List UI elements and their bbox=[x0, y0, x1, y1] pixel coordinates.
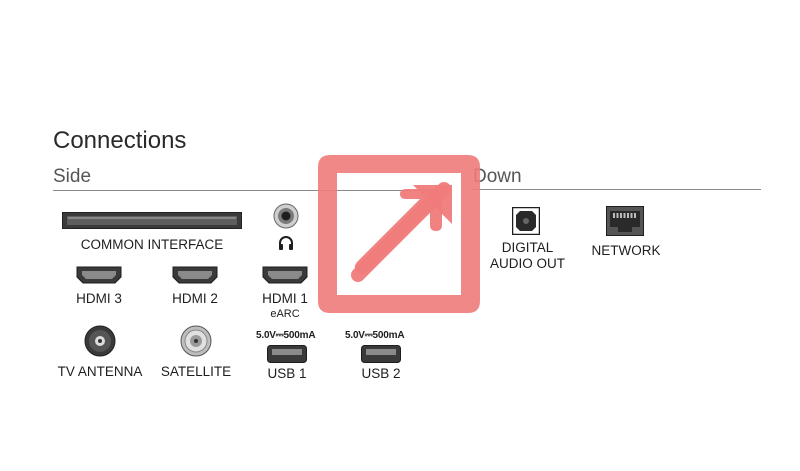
down-divider bbox=[473, 189, 761, 190]
page-title: Connections bbox=[53, 127, 187, 154]
headphone-icon bbox=[277, 234, 295, 252]
digital-audio-label-line1: DIGITAL bbox=[501, 240, 554, 255]
digital-audio-out-port-icon bbox=[512, 207, 540, 235]
satellite-label: SATELLITE bbox=[160, 364, 232, 379]
tv-antenna-port-icon bbox=[84, 325, 116, 357]
digital-audio-label-line2: AUDIO OUT bbox=[489, 256, 565, 271]
satellite-port-icon bbox=[180, 325, 212, 357]
hdmi3-port-icon bbox=[76, 266, 122, 284]
hdmi1-earc-label: eARC bbox=[270, 308, 300, 320]
common-interface-label: COMMON INTERFACE bbox=[80, 237, 224, 252]
hdmi2-label: HDMI 2 bbox=[172, 291, 218, 306]
down-heading: Down bbox=[473, 166, 522, 187]
usb1-port-icon bbox=[267, 345, 307, 363]
hdmi2-port-icon bbox=[172, 266, 218, 284]
network-label: NETWORK bbox=[591, 243, 661, 258]
hdmi1-port-icon bbox=[262, 266, 308, 284]
usb1-label: USB 1 bbox=[267, 366, 307, 381]
usb2-spec: 5.0V⎓500mA bbox=[345, 330, 405, 341]
arrow-up-right-in-box-icon bbox=[318, 155, 483, 315]
usb1-spec: 5.0V⎓500mA bbox=[256, 330, 316, 341]
tv-antenna-label: TV ANTENNA bbox=[57, 364, 143, 379]
headphone-jack-icon bbox=[273, 203, 299, 229]
side-heading: Side bbox=[53, 166, 92, 187]
hdmi1-label: HDMI 1 bbox=[262, 291, 308, 306]
side-divider bbox=[53, 190, 438, 191]
hdmi3-label: HDMI 3 bbox=[76, 291, 122, 306]
usb2-label: USB 2 bbox=[361, 366, 401, 381]
usb2-port-icon bbox=[361, 345, 401, 363]
network-port-icon bbox=[606, 206, 644, 236]
common-interface-slot-icon bbox=[62, 212, 242, 229]
